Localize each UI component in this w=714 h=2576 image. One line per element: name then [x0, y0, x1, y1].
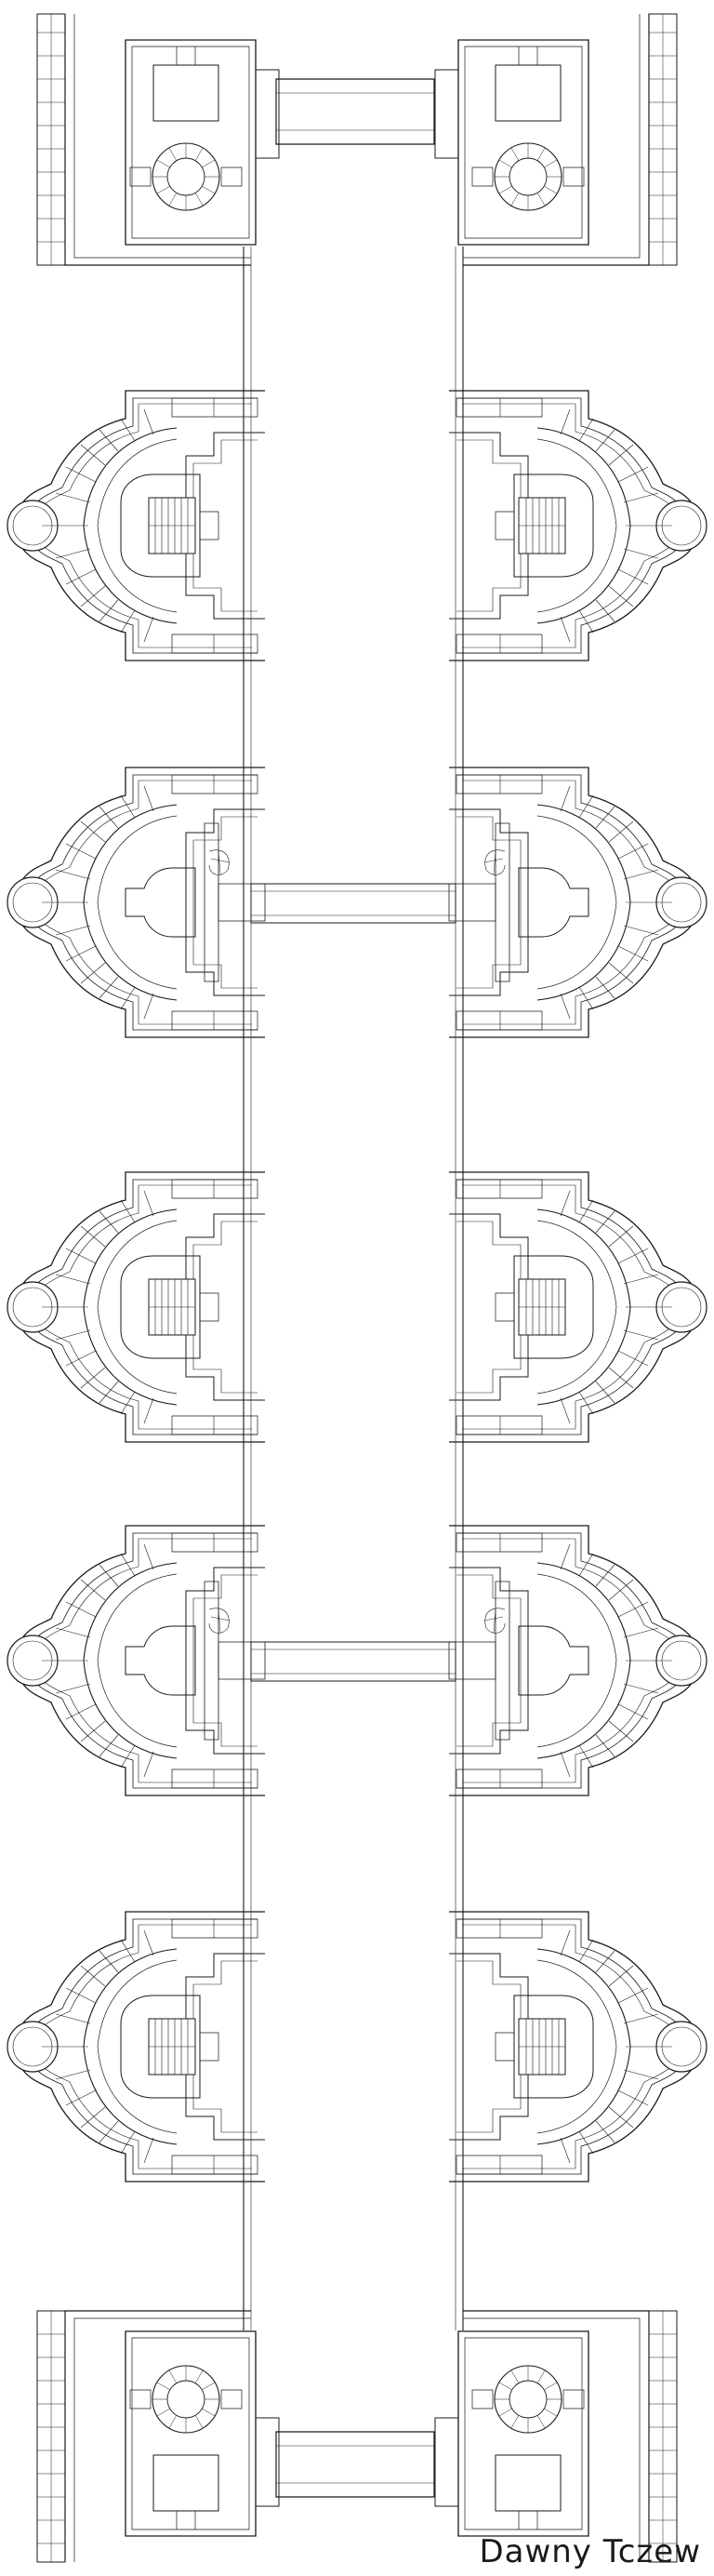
pier-3-left — [7, 1172, 265, 1442]
pier-1-left — [7, 391, 265, 661]
pier-2-left — [7, 767, 265, 1037]
signature-text: Dawny Tczew — [479, 2533, 701, 2570]
pier-3-right — [449, 1172, 707, 1442]
pier-4-right — [449, 1526, 707, 1795]
passage-crossing-1 — [251, 884, 456, 923]
bridge-deck — [244, 247, 463, 2330]
corner-tower-bottom-right — [434, 2310, 678, 2563]
corner-tower-bottom-left — [36, 2310, 280, 2563]
pier-4-left — [7, 1526, 265, 1795]
passage-crossing-2 — [251, 1642, 456, 1681]
top-gate-connector — [276, 79, 434, 144]
pier-1-right — [449, 391, 707, 661]
pier-5-left — [7, 1912, 265, 2182]
corner-tower-top-right — [434, 13, 678, 266]
pier-2-right — [449, 767, 707, 1037]
corner-tower-top-left — [36, 13, 280, 266]
pier-5-right — [449, 1912, 707, 2182]
bottom-gate-connector — [276, 2432, 434, 2497]
